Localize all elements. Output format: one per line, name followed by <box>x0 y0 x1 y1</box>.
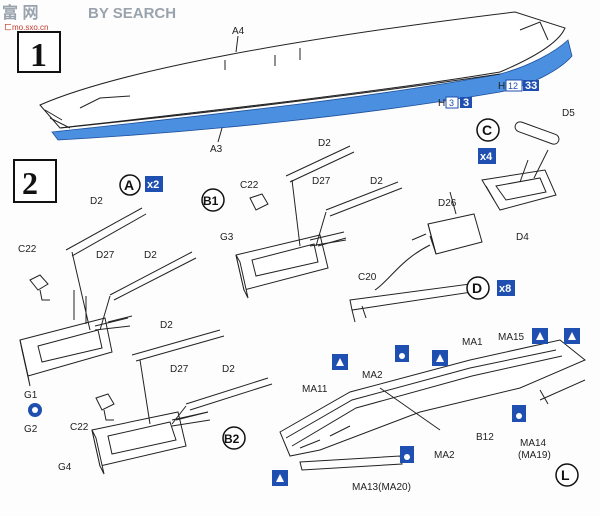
callout-A <box>119 174 141 196</box>
label-D26: D26 <box>438 198 457 209</box>
label-MA11: MA11 <box>302 384 328 395</box>
label-MA2-a: MA2 <box>362 370 383 381</box>
label-A3: A3 <box>210 144 223 155</box>
step-2-box <box>13 159 57 203</box>
qty-badge-A <box>145 176 163 192</box>
deck-structure-L <box>279 339 586 471</box>
label-MA2-b: MA2 <box>434 450 455 461</box>
label-D4: D4 <box>516 232 529 243</box>
label-D2-a: D2 <box>90 196 103 207</box>
label-MA15: MA15 <box>498 332 525 343</box>
label-G2: G2 <box>24 424 38 435</box>
step-1-number: 1 <box>30 37 47 74</box>
svg-text:33: 33 <box>525 80 537 92</box>
svg-text:12: 12 <box>508 81 518 91</box>
label-B12: B12 <box>476 432 494 443</box>
label-A4: A4 <box>232 26 245 37</box>
label-MA14: MA14 <box>520 438 547 449</box>
boat-part-C <box>481 121 560 211</box>
label-G3: G3 <box>220 232 234 243</box>
callout-C <box>476 118 500 142</box>
label-D27-b: D27 <box>312 176 331 187</box>
qty-badge-D <box>497 280 515 296</box>
svg-text:B1: B1 <box>203 194 219 208</box>
qty-badge-C <box>478 148 496 164</box>
label-D2-b: D2 <box>144 250 157 261</box>
label-D2-c: D2 <box>318 138 331 149</box>
label-D27-c: D27 <box>170 364 189 375</box>
callout-B2 <box>222 426 246 450</box>
davit-assembly-A <box>19 207 197 387</box>
svg-text:A: A <box>124 177 134 193</box>
svg-text:H: H <box>438 98 445 109</box>
svg-text:x8: x8 <box>499 283 511 295</box>
svg-text:x4: x4 <box>480 151 493 163</box>
label-D27-a: D27 <box>96 250 115 261</box>
svg-text:H: H <box>498 81 505 92</box>
label-G1: G1 <box>24 390 38 401</box>
svg-text:L: L <box>561 467 570 483</box>
davit-assembly-B1 <box>235 145 403 299</box>
label-D2-f: D2 <box>222 364 235 375</box>
label-C20: C20 <box>358 272 377 283</box>
callout-D <box>466 276 490 300</box>
hull-deck-a4 <box>39 11 566 129</box>
svg-text:C: C <box>482 122 492 138</box>
callout-B1 <box>201 188 225 212</box>
callout-L <box>555 463 579 487</box>
davit-assembly-B2 <box>91 329 273 475</box>
leader-lines <box>107 185 549 421</box>
svg-text:3: 3 <box>449 98 454 108</box>
h-badge-3-3: H 3 3 <box>438 96 472 109</box>
watermark-chars: 富 网 <box>2 3 38 22</box>
winch-part-D <box>349 213 483 323</box>
svg-text:3: 3 <box>463 97 469 109</box>
svg-text:x2: x2 <box>147 179 159 191</box>
hull-assembly <box>39 11 573 141</box>
watermark-sub: ㄈmo.sxo.cn <box>4 23 48 32</box>
blue-instruction-icons <box>272 328 580 486</box>
label-D2-e: D2 <box>160 320 173 331</box>
hull-side-a3 <box>51 39 573 141</box>
label-C22-c: C22 <box>70 422 89 433</box>
step-1-box <box>17 31 61 73</box>
label-D5: D5 <box>562 108 575 119</box>
watermark-text: BY SEARCH <box>88 5 176 22</box>
svg-text:B2: B2 <box>224 432 240 446</box>
label-MA1: MA1 <box>462 337 483 348</box>
label-MA19: (MA19) <box>518 450 551 461</box>
label-C22-a: C22 <box>18 244 37 255</box>
label-G4: G4 <box>58 462 72 473</box>
svg-text:D: D <box>472 280 482 296</box>
step-2-number: 2 <box>22 165 38 201</box>
label-MA13: MA13(MA20) <box>352 482 411 493</box>
label-C22-b: C22 <box>240 180 259 191</box>
h-badge-12-33: H 12 33 <box>498 79 539 92</box>
label-D2-d: D2 <box>370 176 383 187</box>
